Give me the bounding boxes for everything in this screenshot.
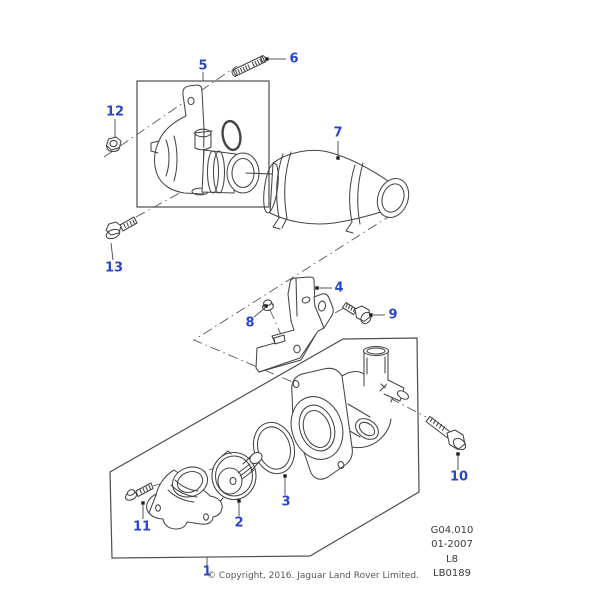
callout-2[interactable]: 2 bbox=[234, 515, 244, 531]
callout-11[interactable]: 11 bbox=[132, 519, 152, 535]
callout-3[interactable]: 3 bbox=[281, 494, 291, 510]
bracket-drawing-4 bbox=[255, 276, 334, 373]
part-5-boundary-box bbox=[136, 80, 270, 208]
water-outlet-housing-drawing bbox=[150, 84, 273, 196]
drawing-model: L8 bbox=[446, 553, 458, 565]
callout-6[interactable]: 6 bbox=[289, 51, 299, 67]
screw-drawing-11 bbox=[124, 482, 154, 501]
drawing-date: 01-2007 bbox=[431, 539, 473, 551]
callout-12[interactable]: 12 bbox=[105, 104, 125, 120]
copyright-notice: © Copyright, 2016. Jaguar Land Rover Lim… bbox=[207, 571, 419, 581]
drawing-code: G04.010 bbox=[430, 525, 474, 536]
axis-lines bbox=[103, 65, 427, 487]
drawing-sheet: LB0189 bbox=[433, 567, 471, 579]
callout-leader-lines bbox=[110, 57, 460, 566]
bolt-drawing-13 bbox=[105, 216, 138, 240]
callout-8[interactable]: 8 bbox=[245, 315, 255, 331]
stud-drawing-6 bbox=[231, 55, 267, 77]
callout-4[interactable]: 4 bbox=[334, 280, 344, 296]
axis-bolt9-to-bracket bbox=[323, 307, 345, 320]
outlet-elbow-drawing bbox=[146, 466, 223, 530]
callout-13[interactable]: 13 bbox=[104, 260, 124, 276]
callout-10[interactable]: 10 bbox=[449, 469, 469, 485]
bolt-drawing-10 bbox=[425, 415, 467, 451]
callout-5[interactable]: 5 bbox=[198, 58, 208, 74]
axis-bolt13-to-housing5 bbox=[135, 183, 197, 218]
callout-9[interactable]: 9 bbox=[388, 307, 398, 323]
callout-7[interactable]: 7 bbox=[333, 125, 343, 141]
o-ring-drawing bbox=[221, 119, 242, 152]
axis-hose7-bracket-to-housing bbox=[193, 213, 394, 399]
leader-13 bbox=[110, 242, 114, 261]
drawing-info-box: G04.010 01-2007 L8 LB0189 bbox=[407, 524, 497, 581]
thermostat-drawing-2 bbox=[211, 450, 263, 504]
callout-1[interactable]: 1 bbox=[202, 564, 212, 580]
axis-housing-to-bolt10 bbox=[389, 397, 427, 418]
bolt-drawing-9 bbox=[341, 301, 372, 325]
hose-drawing-7 bbox=[263, 149, 410, 234]
thermostat-housing-drawing bbox=[290, 345, 410, 480]
nut-drawing-12 bbox=[105, 136, 122, 153]
assembly-1-boundary bbox=[109, 337, 420, 559]
leader-8 bbox=[253, 307, 266, 318]
axis-nut12-to-stud6 bbox=[103, 65, 238, 158]
